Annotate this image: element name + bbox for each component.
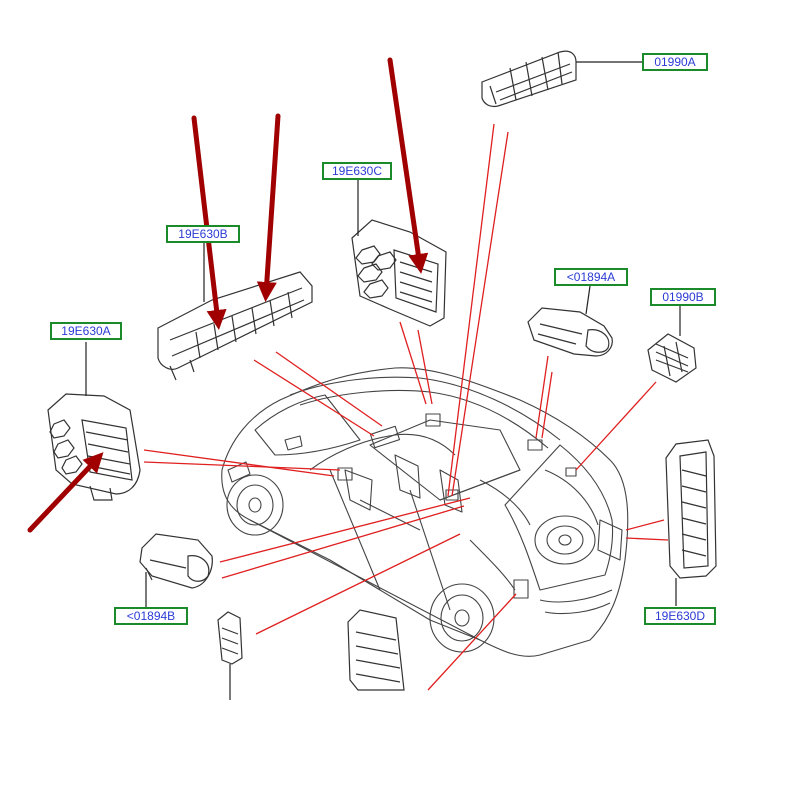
arrow-pointer-19E630B-right [256,113,281,302]
leader-lines [143,123,669,691]
callout-01894A: <01894A [554,268,628,286]
vent-lower-large [347,609,405,691]
callout-19E630C: 19E630C [322,162,392,180]
callout-01990B: 01990B [650,288,716,306]
arrow-pointer-19E630B-left [191,115,227,330]
vent-19E630A [47,393,141,501]
vent-01990A [481,50,577,108]
vent-lower-small [217,611,243,665]
duct-01894B [139,533,213,589]
arrow-pointer-19E630A [27,452,104,533]
vehicle-illustration [221,367,629,657]
duct-01894A [527,307,613,357]
callout-01894B: <01894B [114,607,188,625]
callout-stems [85,61,681,700]
vent-19E630B [157,271,313,381]
vent-19E630D [665,439,717,579]
callout-19E630A: 19E630A [50,322,122,340]
vent-01990B [647,333,697,383]
callout-19E630D: 19E630D [644,607,716,625]
arrow-pointer-19E630C [387,57,429,274]
callout-19E630B: 19E630B [166,225,240,243]
pointer-arrows [27,57,429,533]
callout-01990A: 01990A [642,53,708,71]
vent-19E630C [351,219,447,327]
